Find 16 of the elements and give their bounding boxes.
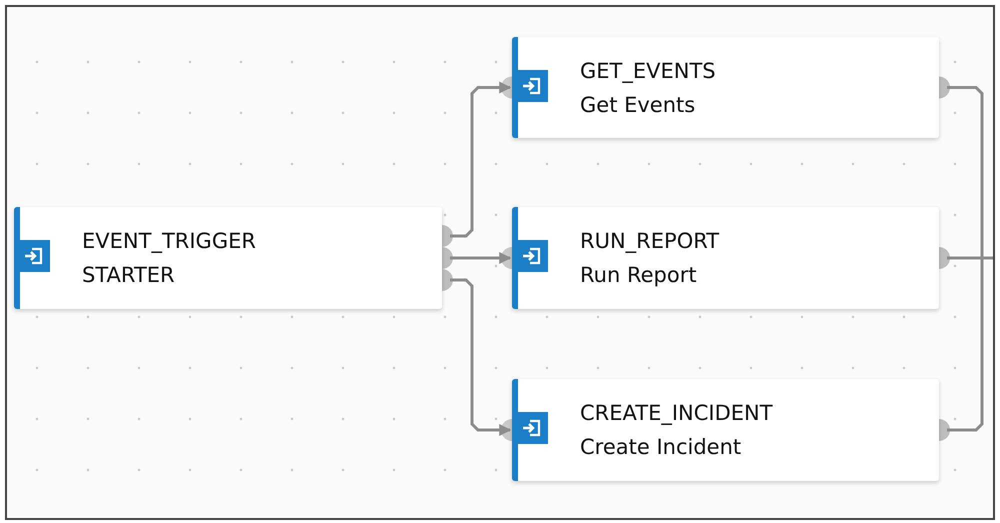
step-id: GET_EVENTS — [580, 58, 716, 85]
step-name: Create Incident — [580, 434, 742, 461]
step-name: STARTER — [82, 262, 175, 289]
arrow — [450, 252, 512, 264]
step-name: Run Report — [580, 262, 697, 289]
connector-line — [947, 256, 993, 432]
step-id: RUN_REPORT — [580, 228, 720, 255]
step-card — [512, 207, 939, 309]
step-id: EVENT_TRIGGER — [82, 228, 256, 255]
step-name: Get Events — [580, 92, 696, 118]
arrow — [450, 82, 512, 238]
arrow — [450, 278, 512, 436]
step-id: CREATE_INCIDENT — [580, 400, 773, 427]
step-card — [14, 207, 442, 309]
step-card — [512, 379, 939, 481]
step-card — [512, 37, 939, 138]
